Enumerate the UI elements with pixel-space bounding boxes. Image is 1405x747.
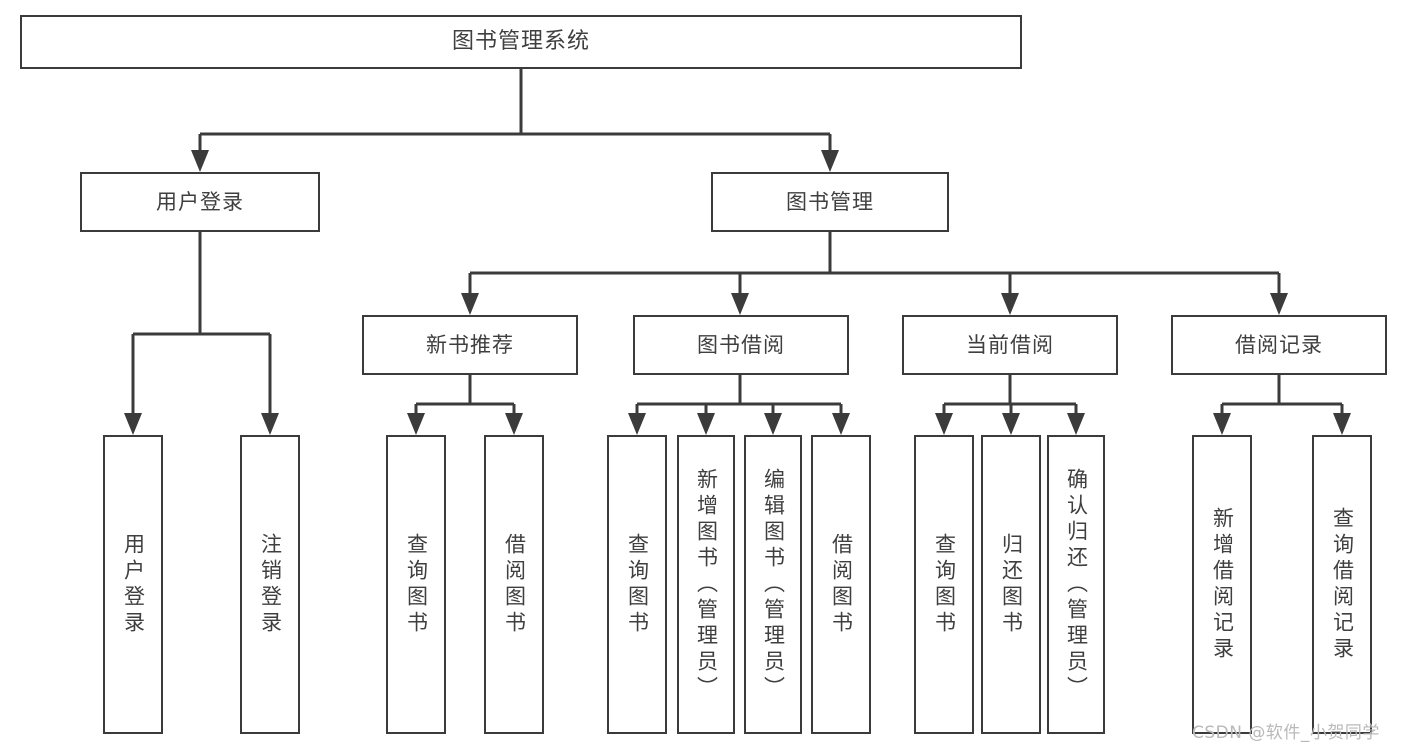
node-label: 确认归还（管理员） xyxy=(1064,467,1089,702)
node-label: 借阅图书 xyxy=(502,532,527,637)
node-label: 图书管理系统 xyxy=(451,29,590,55)
node-leaf-br-add-record[interactable]: 新增借阅记录 xyxy=(1192,435,1252,734)
node-label: 图书借阅 xyxy=(697,332,785,357)
node-leaf-rec-query-book[interactable]: 查询图书 xyxy=(386,435,446,734)
node-label: 查询借阅记录 xyxy=(1330,506,1355,663)
node-leaf-rec-borrow-book[interactable]: 借阅图书 xyxy=(484,435,544,734)
node-label: 编辑图书（管理员） xyxy=(761,467,786,702)
node-current-borrow[interactable]: 当前借阅 xyxy=(902,315,1118,375)
node-borrow-record[interactable]: 借阅记录 xyxy=(1171,315,1387,375)
node-book-borrow[interactable]: 图书借阅 xyxy=(633,315,849,375)
node-label: 新书推荐 xyxy=(426,332,514,357)
node-user-login[interactable]: 用户登录 xyxy=(80,172,320,232)
node-label: 当前借阅 xyxy=(966,332,1054,357)
node-leaf-bb-add-book-admin[interactable]: 新增图书（管理员） xyxy=(677,435,735,734)
node-label: 归还图书 xyxy=(999,532,1024,637)
node-label: 新增图书（管理员） xyxy=(694,467,719,702)
node-new-book-recommend[interactable]: 新书推荐 xyxy=(362,315,578,375)
node-label: 图书管理 xyxy=(786,189,874,214)
node-leaf-bb-borrow-book[interactable]: 借阅图书 xyxy=(811,435,871,734)
csdn-watermark: CSDN @软件_小贺同学 xyxy=(1192,723,1380,743)
node-label: 借阅图书 xyxy=(829,532,854,637)
node-leaf-bb-query-book[interactable]: 查询图书 xyxy=(607,435,667,734)
node-leaf-logout[interactable]: 注销登录 xyxy=(240,435,300,734)
node-leaf-user-login[interactable]: 用户登录 xyxy=(103,435,163,734)
node-label: 用户登录 xyxy=(156,189,244,214)
node-leaf-cb-query-book[interactable]: 查询图书 xyxy=(914,435,974,734)
node-leaf-br-query-record[interactable]: 查询借阅记录 xyxy=(1312,435,1372,734)
node-label: 新增借阅记录 xyxy=(1210,506,1235,663)
node-label: 查询图书 xyxy=(932,532,957,637)
node-label: 注销登录 xyxy=(258,532,283,637)
node-leaf-bb-edit-book-admin[interactable]: 编辑图书（管理员） xyxy=(744,435,802,734)
node-label: 查询图书 xyxy=(404,532,429,637)
node-label: 查询图书 xyxy=(625,532,650,637)
node-label: 借阅记录 xyxy=(1235,332,1323,357)
node-leaf-cb-return-book[interactable]: 归还图书 xyxy=(981,435,1041,734)
node-leaf-cb-confirm-return-admin[interactable]: 确认归还（管理员） xyxy=(1047,435,1105,734)
node-root-system[interactable]: 图书管理系统 xyxy=(20,15,1022,69)
node-book-management[interactable]: 图书管理 xyxy=(711,172,949,232)
node-label: 用户登录 xyxy=(121,532,146,637)
